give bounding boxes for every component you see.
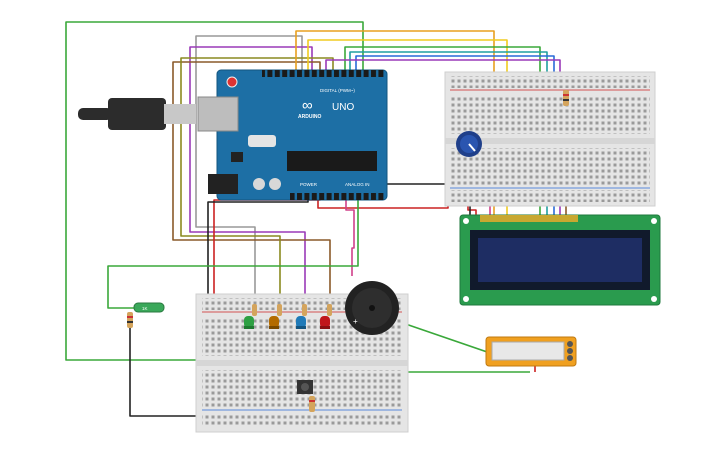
crystal [248, 135, 276, 147]
resistor-button [309, 396, 315, 412]
usb-cable-end [78, 108, 112, 120]
thermistor[interactable]: 1K [133, 302, 165, 313]
arduino-logo: ∞ [302, 97, 313, 114]
power-jack [208, 174, 238, 194]
wire-brown-1[interactable] [172, 61, 331, 312]
power-label: POWER [300, 182, 318, 187]
wire-purple-1[interactable] [189, 46, 313, 312]
arduino-model: UNO [332, 102, 354, 113]
led-orange[interactable] [269, 316, 279, 329]
analog-label: ANALOG IN [345, 182, 370, 187]
digital-pin-header[interactable] [262, 70, 384, 77]
wire-black-3[interactable] [207, 196, 309, 298]
voltage-regulator [231, 152, 243, 162]
breadboard-top-right[interactable] [444, 71, 656, 207]
capacitor-2 [269, 178, 281, 190]
lcd-pin-header[interactable] [480, 215, 578, 222]
reset-button[interactable] [226, 76, 238, 88]
arduino-brand: ARDUINO [298, 114, 321, 120]
push-button[interactable] [297, 380, 313, 394]
capacitor-1 [253, 178, 265, 190]
led-red[interactable] [320, 316, 330, 329]
wire-red-2[interactable] [213, 196, 321, 298]
usb-plug-metal [164, 104, 196, 124]
analog-pin-header[interactable] [290, 193, 384, 200]
pir-sensor[interactable] [485, 336, 577, 367]
svg-text:1K: 1K [142, 306, 148, 311]
lcd-screen [478, 238, 642, 282]
usb-plug-body [108, 98, 166, 130]
digital-label: DIGITAL (PWM~) [320, 88, 355, 93]
led-blue[interactable] [296, 316, 306, 329]
potentiometer[interactable] [456, 131, 482, 157]
usb-cable [78, 98, 196, 130]
atmega-chip [287, 151, 377, 171]
usb-port [197, 96, 239, 132]
led-green[interactable] [244, 316, 254, 329]
piezo-buzzer[interactable]: + [345, 281, 399, 335]
wire-gray-1[interactable] [195, 35, 303, 312]
wire-black-4[interactable] [129, 326, 205, 417]
resistor-top [563, 90, 569, 106]
lcd-16x2[interactable] [459, 214, 661, 306]
led-resistors [252, 304, 332, 316]
wire-pink-1[interactable] [345, 196, 355, 276]
arduino-uno-board[interactable]: ∞ ARDUINO UNO DIGITAL (PWM~) POWER ANALO… [197, 69, 388, 201]
resistor-left [127, 312, 133, 328]
wire-green-3[interactable] [107, 196, 359, 309]
svg-text:+: + [353, 317, 358, 326]
